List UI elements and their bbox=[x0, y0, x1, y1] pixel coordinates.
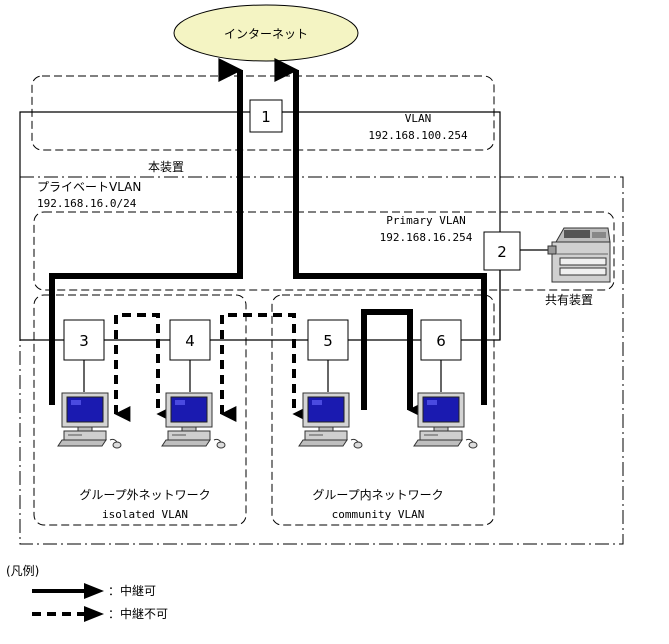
relay-ng-paths bbox=[114, 313, 309, 422]
legend-relay-ok: ：中継可 bbox=[108, 583, 156, 598]
port-boxes: 1 2 3 4 5 6 bbox=[63, 99, 521, 361]
internet-cloud bbox=[173, 4, 359, 62]
isolated-group-vlan: isolated VLAN bbox=[102, 508, 188, 521]
device-label: 本装置 bbox=[148, 160, 184, 174]
community-group-vlan: community VLAN bbox=[332, 508, 425, 521]
legend-title: (凡例) bbox=[6, 564, 39, 578]
svg-text:6: 6 bbox=[436, 332, 446, 350]
path-port3-to-internet bbox=[49, 58, 243, 405]
legend-solid-arrowhead bbox=[84, 583, 104, 599]
device-boundary bbox=[19, 176, 624, 545]
path-community-relay bbox=[361, 309, 432, 422]
svg-text:5: 5 bbox=[323, 332, 333, 350]
shared-device-label: 共有装置 bbox=[545, 293, 593, 307]
private-vlan-name: プライベートVLAN bbox=[37, 180, 141, 194]
svg-text:4: 4 bbox=[185, 332, 195, 350]
legend-relay-ng: ：中継不可 bbox=[108, 606, 168, 621]
path-isolated-blocked bbox=[114, 313, 173, 422]
private-vlan-region bbox=[33, 211, 615, 291]
isolated-group-title: グループ外ネットワーク bbox=[79, 488, 210, 502]
community-group-title: グループ内ネットワーク bbox=[312, 488, 443, 502]
relay-ok-paths bbox=[49, 58, 487, 422]
port-5 bbox=[307, 319, 349, 361]
port-1 bbox=[249, 99, 283, 133]
vlan-external-region bbox=[31, 75, 495, 151]
computer-icon bbox=[298, 392, 363, 449]
port-2 bbox=[483, 231, 521, 271]
port-3 bbox=[63, 319, 105, 361]
svg-text:3: 3 bbox=[79, 332, 89, 350]
primary-vlan-name: Primary VLAN bbox=[386, 214, 465, 227]
path-cross-group-blocked bbox=[220, 313, 309, 422]
primary-vlan-address: 192.168.16.254 bbox=[380, 231, 473, 244]
port-4 bbox=[169, 319, 211, 361]
community-group-region bbox=[271, 294, 495, 526]
svg-text:2: 2 bbox=[497, 243, 507, 261]
computer-icon bbox=[161, 392, 226, 449]
legend-dashed-arrowhead bbox=[84, 606, 104, 622]
vlan-external-address: 192.168.100.254 bbox=[368, 129, 468, 142]
vlan-external-name: VLAN bbox=[405, 112, 432, 125]
private-vlan-address: 192.168.16.0/24 bbox=[37, 197, 137, 210]
port-6 bbox=[420, 319, 462, 361]
internet-label: インターネット bbox=[224, 27, 308, 41]
legend: (凡例) ：中継可 ：中継不可 bbox=[6, 564, 168, 622]
computer-icon bbox=[57, 392, 122, 449]
path-port6-to-internet bbox=[274, 58, 487, 405]
printer-icon bbox=[547, 227, 611, 283]
computer-icon bbox=[413, 392, 478, 449]
svg-text:1: 1 bbox=[261, 108, 271, 126]
